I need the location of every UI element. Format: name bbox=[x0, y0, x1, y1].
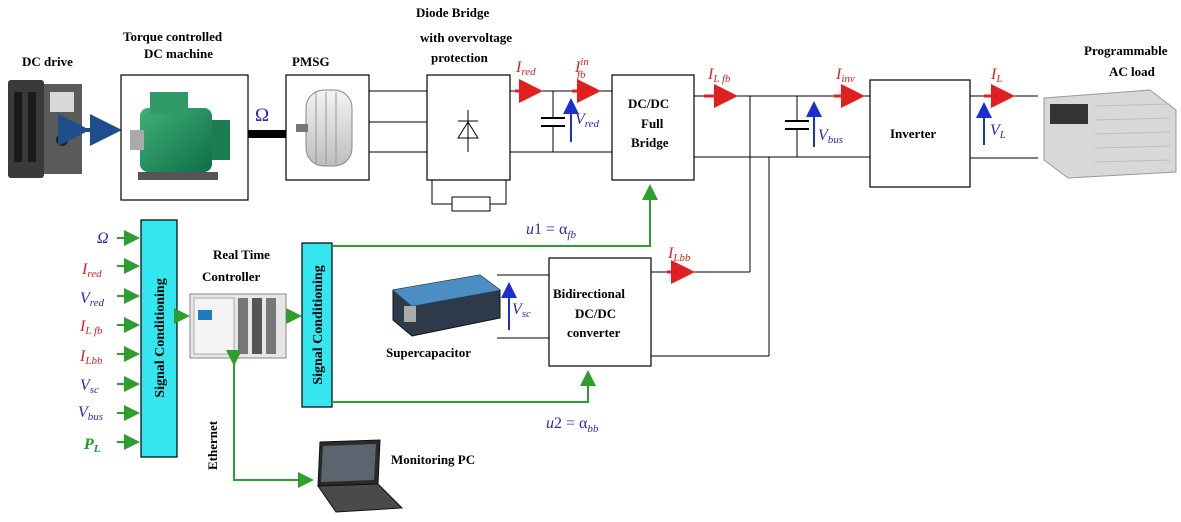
input-omega: Ω bbox=[97, 230, 109, 247]
bidir-label-3: converter bbox=[567, 325, 621, 340]
rt-label-1: Real Time bbox=[213, 247, 270, 262]
input-v-bus: Vbus bbox=[78, 404, 103, 423]
i-inv-label: Iinv bbox=[835, 66, 855, 85]
input-v-red: Vred bbox=[80, 290, 105, 309]
i-red-label: Ired bbox=[515, 59, 536, 78]
monitoring-pc-image bbox=[318, 440, 402, 512]
protection-resistor bbox=[452, 197, 490, 211]
monitoring-pc-label: Monitoring PC bbox=[391, 452, 475, 467]
v-l-label: VL bbox=[990, 122, 1006, 141]
dc-machine-label-1: Torque controlled bbox=[123, 29, 223, 44]
signal-conditioning-right-label: Signal Conditioning bbox=[311, 265, 326, 384]
dc-drive-image bbox=[8, 80, 82, 178]
dc-machine-label-2: DC machine bbox=[144, 46, 213, 61]
pmsg-label: PMSG bbox=[292, 54, 330, 69]
input-i-lfb: IL fb bbox=[79, 318, 103, 337]
v-sc-label: Vsc bbox=[512, 301, 531, 320]
v-bus-label: Vbus bbox=[818, 127, 843, 146]
diode-label-1: Diode Bridge bbox=[416, 5, 490, 20]
dcdc-label-1: DC/DC bbox=[628, 96, 669, 111]
rt-label-2: Controller bbox=[202, 269, 260, 284]
bidir-label-2: DC/DC bbox=[575, 306, 616, 321]
supercapacitor-label: Supercapacitor bbox=[386, 345, 471, 360]
u1-label: u1 = αfb bbox=[526, 221, 576, 241]
input-arrows bbox=[117, 238, 138, 442]
supercap-wires bbox=[497, 275, 549, 338]
i-lfb-label: IL fb bbox=[707, 66, 731, 85]
ac-load-label-2: AC load bbox=[1109, 64, 1156, 79]
u1-control-line bbox=[332, 186, 650, 246]
signal-conditioning-left-label: Signal Conditioning bbox=[153, 278, 168, 397]
u2-label: u2 = αbb bbox=[546, 415, 599, 435]
i-l-label: IL bbox=[990, 66, 1002, 85]
shaft-omega: Ω bbox=[255, 105, 269, 126]
ethernet-link bbox=[234, 364, 312, 480]
ethernet-label: Ethernet bbox=[205, 420, 220, 470]
shaft bbox=[248, 130, 286, 138]
diode-label-2: with overvoltage bbox=[420, 30, 512, 45]
dcdc-label-2: Full bbox=[641, 116, 664, 131]
capacitor-red bbox=[541, 91, 565, 152]
inverter-label: Inverter bbox=[890, 126, 936, 141]
input-i-red: Ired bbox=[81, 261, 102, 280]
input-p-l: PL bbox=[83, 436, 101, 455]
input-v-sc: Vsc bbox=[80, 377, 99, 396]
u2-control-line bbox=[332, 372, 588, 402]
i-lbb-label: ILbb bbox=[667, 245, 691, 264]
diode-label-3: protection bbox=[431, 50, 489, 65]
ac-load-image bbox=[1044, 90, 1176, 178]
input-i-lbb: ILbb bbox=[79, 348, 103, 367]
dcdc-label-3: Bridge bbox=[631, 135, 669, 150]
bidir-label-1: Bidirectional bbox=[553, 286, 625, 301]
input-signal-list: Ω Ired Vred IL fb ILbb Vsc Vbus PL bbox=[78, 230, 109, 455]
ac-load-label-1: Programmable bbox=[1084, 43, 1168, 58]
capacitor-bus bbox=[785, 96, 809, 157]
dc-drive-label: DC drive bbox=[22, 54, 73, 69]
supercapacitor-image bbox=[393, 275, 500, 336]
v-red-label: Vred bbox=[575, 111, 600, 130]
rt-controller-image bbox=[190, 294, 286, 358]
